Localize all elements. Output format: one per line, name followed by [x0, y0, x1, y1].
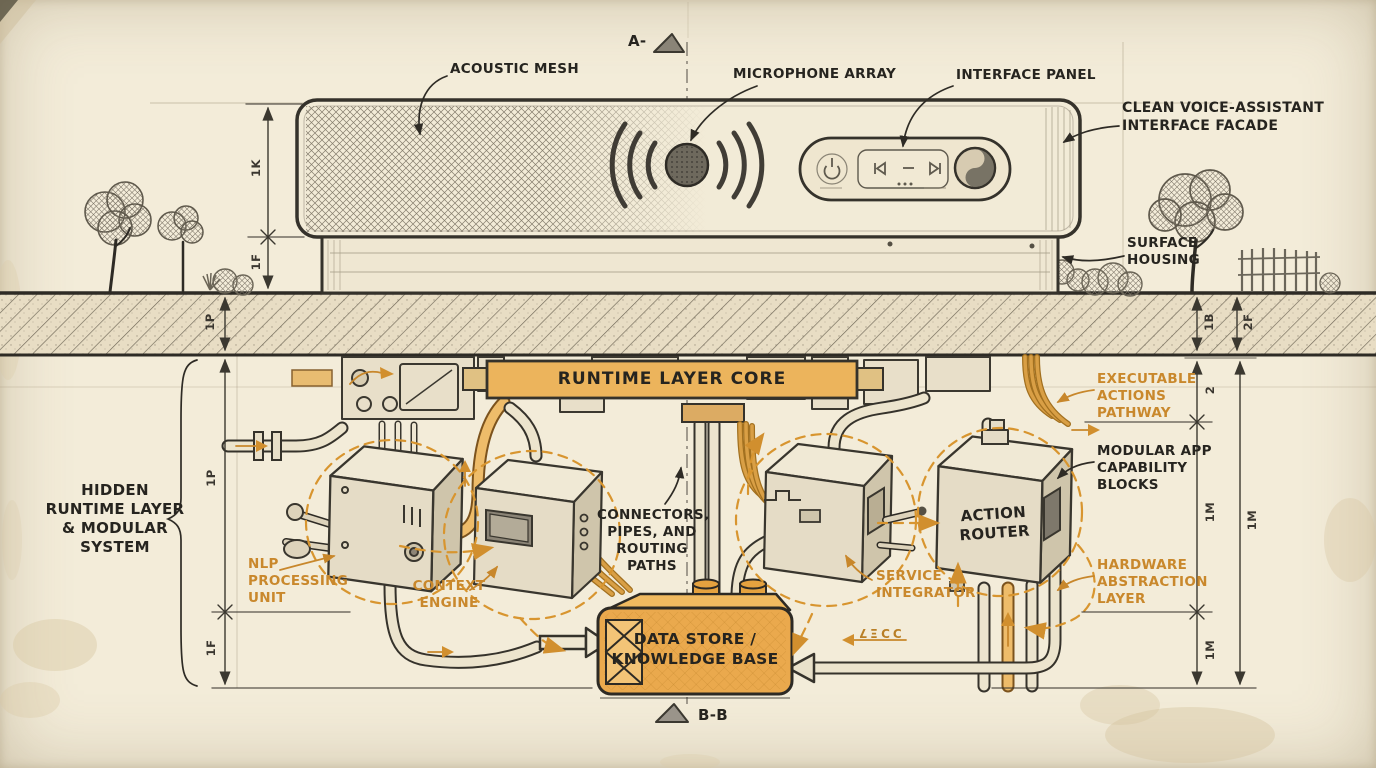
dim-label: 1F [249, 253, 263, 271]
label-nlp-unit: NLP PROCESSING UNIT [248, 556, 349, 606]
menu-dots-icon[interactable] [897, 182, 913, 186]
leader-lines [279, 75, 1125, 592]
label-executable-pathway: EXECUTABLE ACTIONS PATHWAY [1097, 371, 1197, 421]
executable-actions-cables [1022, 354, 1100, 436]
label-service-integrator: SERVICE INTEGRATOR [876, 568, 976, 601]
context-engine-block [472, 458, 604, 600]
section-cut-triangle-icon [653, 33, 689, 723]
service-integrator-block [762, 442, 927, 584]
previous-track-icon[interactable] [874, 161, 886, 176]
dim-label: 1P [203, 313, 217, 331]
power-icon[interactable] [816, 153, 848, 185]
label-facade: CLEAN VOICE-ASSISTANT INTERFACE FACADE [1122, 100, 1325, 134]
acoustic-mesh-texture [306, 106, 706, 232]
dim-label: 2 [1203, 385, 1217, 395]
label-action-router: ACTION ROUTER [958, 502, 1031, 545]
pipe-stamp-glyphs: ƆƆΞ7 [856, 626, 902, 640]
surface-housing [320, 235, 1060, 295]
dim-label: 1K [249, 159, 263, 177]
voice-assistant-device [295, 98, 1082, 295]
label-runtime-core: RUNTIME LAYER CORE [557, 369, 787, 389]
label-hidden-system: HIDDEN RUNTIME LAYER & MODULAR SYSTEM [45, 481, 185, 556]
flow-annotations [235, 367, 1096, 658]
dim-label: 2F [1241, 313, 1255, 331]
assistant-logo-icon[interactable] [953, 146, 997, 190]
label-interface-panel: INTERFACE PANEL [956, 67, 1096, 83]
right-trees-fence [1049, 169, 1341, 297]
dim-label: 1B [1202, 313, 1216, 331]
fence [1237, 248, 1321, 291]
label-hardware-layer: HARDWARE ABSTRACTION LAYER [1097, 557, 1208, 607]
label-surface-housing: SURFACE HOUSING [1127, 235, 1200, 268]
dim-label: 1P [204, 469, 218, 487]
dimension-lines [165, 103, 1257, 689]
label-connectors: CONNECTORS, PIPES, AND ROUTING PATHS [597, 507, 710, 574]
label-acoustic-mesh: ACOUSTIC MESH [450, 61, 579, 77]
label-data-store: DATA STORE / KNOWLEDGE BASE [611, 630, 779, 668]
dim-label: 1M [1245, 509, 1259, 531]
next-track-icon[interactable] [929, 161, 941, 176]
label-modular-blocks: MODULAR APP CAPABILITY BLOCKS [1097, 443, 1212, 493]
data-store-block [596, 578, 794, 699]
interface-panel [798, 136, 1012, 202]
dim-label: 1F [204, 639, 218, 657]
section-marker-top: A- [628, 32, 647, 50]
nlp-processing-unit-block [282, 445, 464, 593]
dim-label: 1M [1203, 639, 1217, 661]
label-context-engine: CONTEXT ENGINE [412, 578, 486, 611]
left-trees [84, 181, 254, 296]
media-controls [857, 149, 949, 189]
runtime-layer-core-banner [462, 359, 884, 400]
dim-label: 1M [1203, 501, 1217, 523]
microphone-icon [609, 121, 765, 209]
label-microphone-array: MICROPHONE ARRAY [733, 66, 897, 82]
section-marker-bottom: B-B [698, 706, 728, 724]
